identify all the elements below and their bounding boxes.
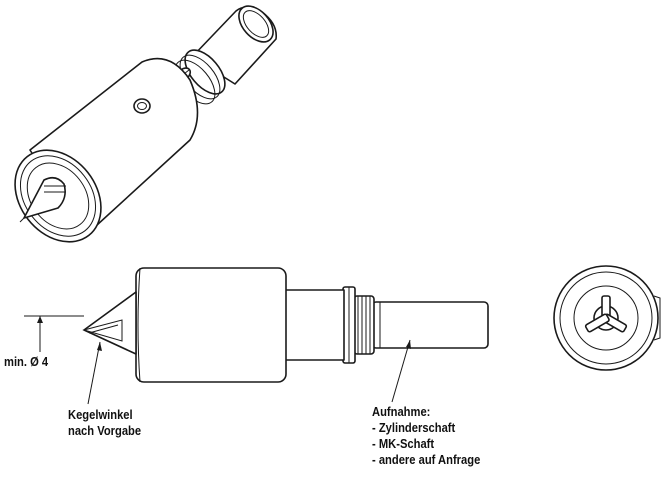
diameter-label: min. Ø 4 [4,354,49,369]
side-view [24,267,489,405]
side-cone-tip [82,291,137,355]
isometric-view [14,5,278,243]
cone-angle-label-line2: nach Vorgabe [68,423,142,438]
mount-option-cylinder: - Zylinderschaft [372,420,456,435]
leader-lines [87,339,411,405]
iso-front-face [14,149,102,243]
mount-title: Aufnahme: [372,404,431,419]
cone-angle-label-line1: Kegelwinkel [68,407,133,422]
mount-option-other: - andere auf Anfrage [372,452,481,467]
side-shank [371,301,489,349]
mount-option-mk: - MK-Schaft [372,436,435,451]
front-prongs [584,295,628,333]
diameter-dimension [24,315,84,352]
front-view [553,265,661,371]
side-collar [342,286,375,364]
side-body [135,267,345,383]
